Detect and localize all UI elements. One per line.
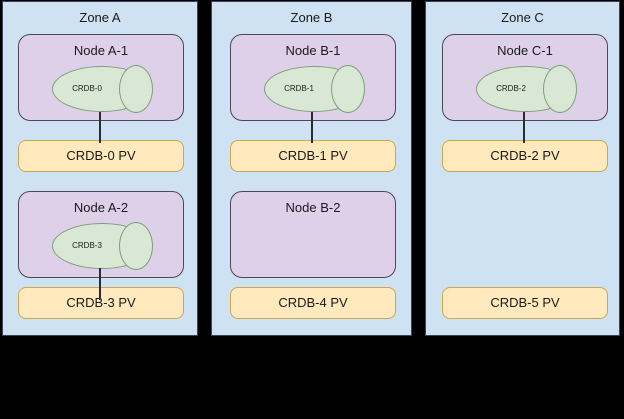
cylinder-end-cap: [331, 65, 365, 113]
cylinder-end-cap: [119, 222, 153, 270]
node-c-1: Node C-1 CRDB-2: [442, 34, 608, 121]
database-label: CRDB-3: [72, 241, 102, 250]
pv-label: CRDB-5 PV: [490, 295, 560, 310]
connector-crdb-3-to-pv: [99, 268, 101, 300]
node-b-2-title: Node B-2: [285, 200, 341, 215]
database-crdb-3: CRDB-3: [52, 222, 153, 270]
database-label: CRDB-0: [72, 84, 102, 93]
pv-label: CRDB-3 PV: [66, 295, 136, 310]
database-crdb-2: CRDB-2: [476, 65, 577, 113]
zone-c-title: Zone C: [501, 10, 544, 25]
node-a-1: Node A-1 CRDB-0: [18, 34, 184, 121]
database-crdb-1: CRDB-1: [264, 65, 365, 113]
pv-crdb-5: CRDB-5 PV: [442, 287, 608, 319]
connector-crdb-2-to-pv: [523, 112, 525, 143]
cylinder-end-cap: [119, 65, 153, 113]
pv-label: CRDB-1 PV: [278, 148, 348, 163]
zone-a: Zone A Node A-1 CRDB-0 CRDB-0 PV Node A-…: [2, 1, 198, 336]
node-b-1: Node B-1 CRDB-1: [230, 34, 396, 121]
zone-b: Zone B Node B-1 CRDB-1 CRDB-1 PV Node B-…: [211, 1, 412, 336]
database-label: CRDB-1: [284, 84, 314, 93]
node-a-2: Node A-2 CRDB-3: [18, 191, 184, 278]
node-b-1-title: Node B-1: [285, 43, 341, 58]
cylinder-end-cap: [543, 65, 577, 113]
pv-label: CRDB-2 PV: [490, 148, 560, 163]
pv-label: CRDB-4 PV: [278, 295, 348, 310]
pv-crdb-2: CRDB-2 PV: [442, 140, 608, 172]
node-a-2-title: Node A-2: [73, 200, 129, 215]
pv-label: CRDB-0 PV: [66, 148, 136, 163]
zone-a-title: Zone A: [79, 10, 121, 25]
node-b-2: Node B-2: [230, 191, 396, 278]
database-crdb-0: CRDB-0: [52, 65, 153, 113]
node-c-1-title: Node C-1: [497, 43, 553, 58]
pv-crdb-3: CRDB-3 PV: [18, 287, 184, 319]
zone-c: Zone C Node C-1 CRDB-2 CRDB-2 PV CRDB-5 …: [425, 1, 620, 336]
connector-crdb-1-to-pv: [311, 112, 313, 143]
pv-crdb-4: CRDB-4 PV: [230, 287, 396, 319]
zone-b-title: Zone B: [290, 10, 333, 25]
database-label: CRDB-2: [496, 84, 526, 93]
connector-crdb-0-to-pv: [99, 112, 101, 143]
pv-crdb-1: CRDB-1 PV: [230, 140, 396, 172]
node-a-1-title: Node A-1: [73, 43, 129, 58]
pv-crdb-0: CRDB-0 PV: [18, 140, 184, 172]
